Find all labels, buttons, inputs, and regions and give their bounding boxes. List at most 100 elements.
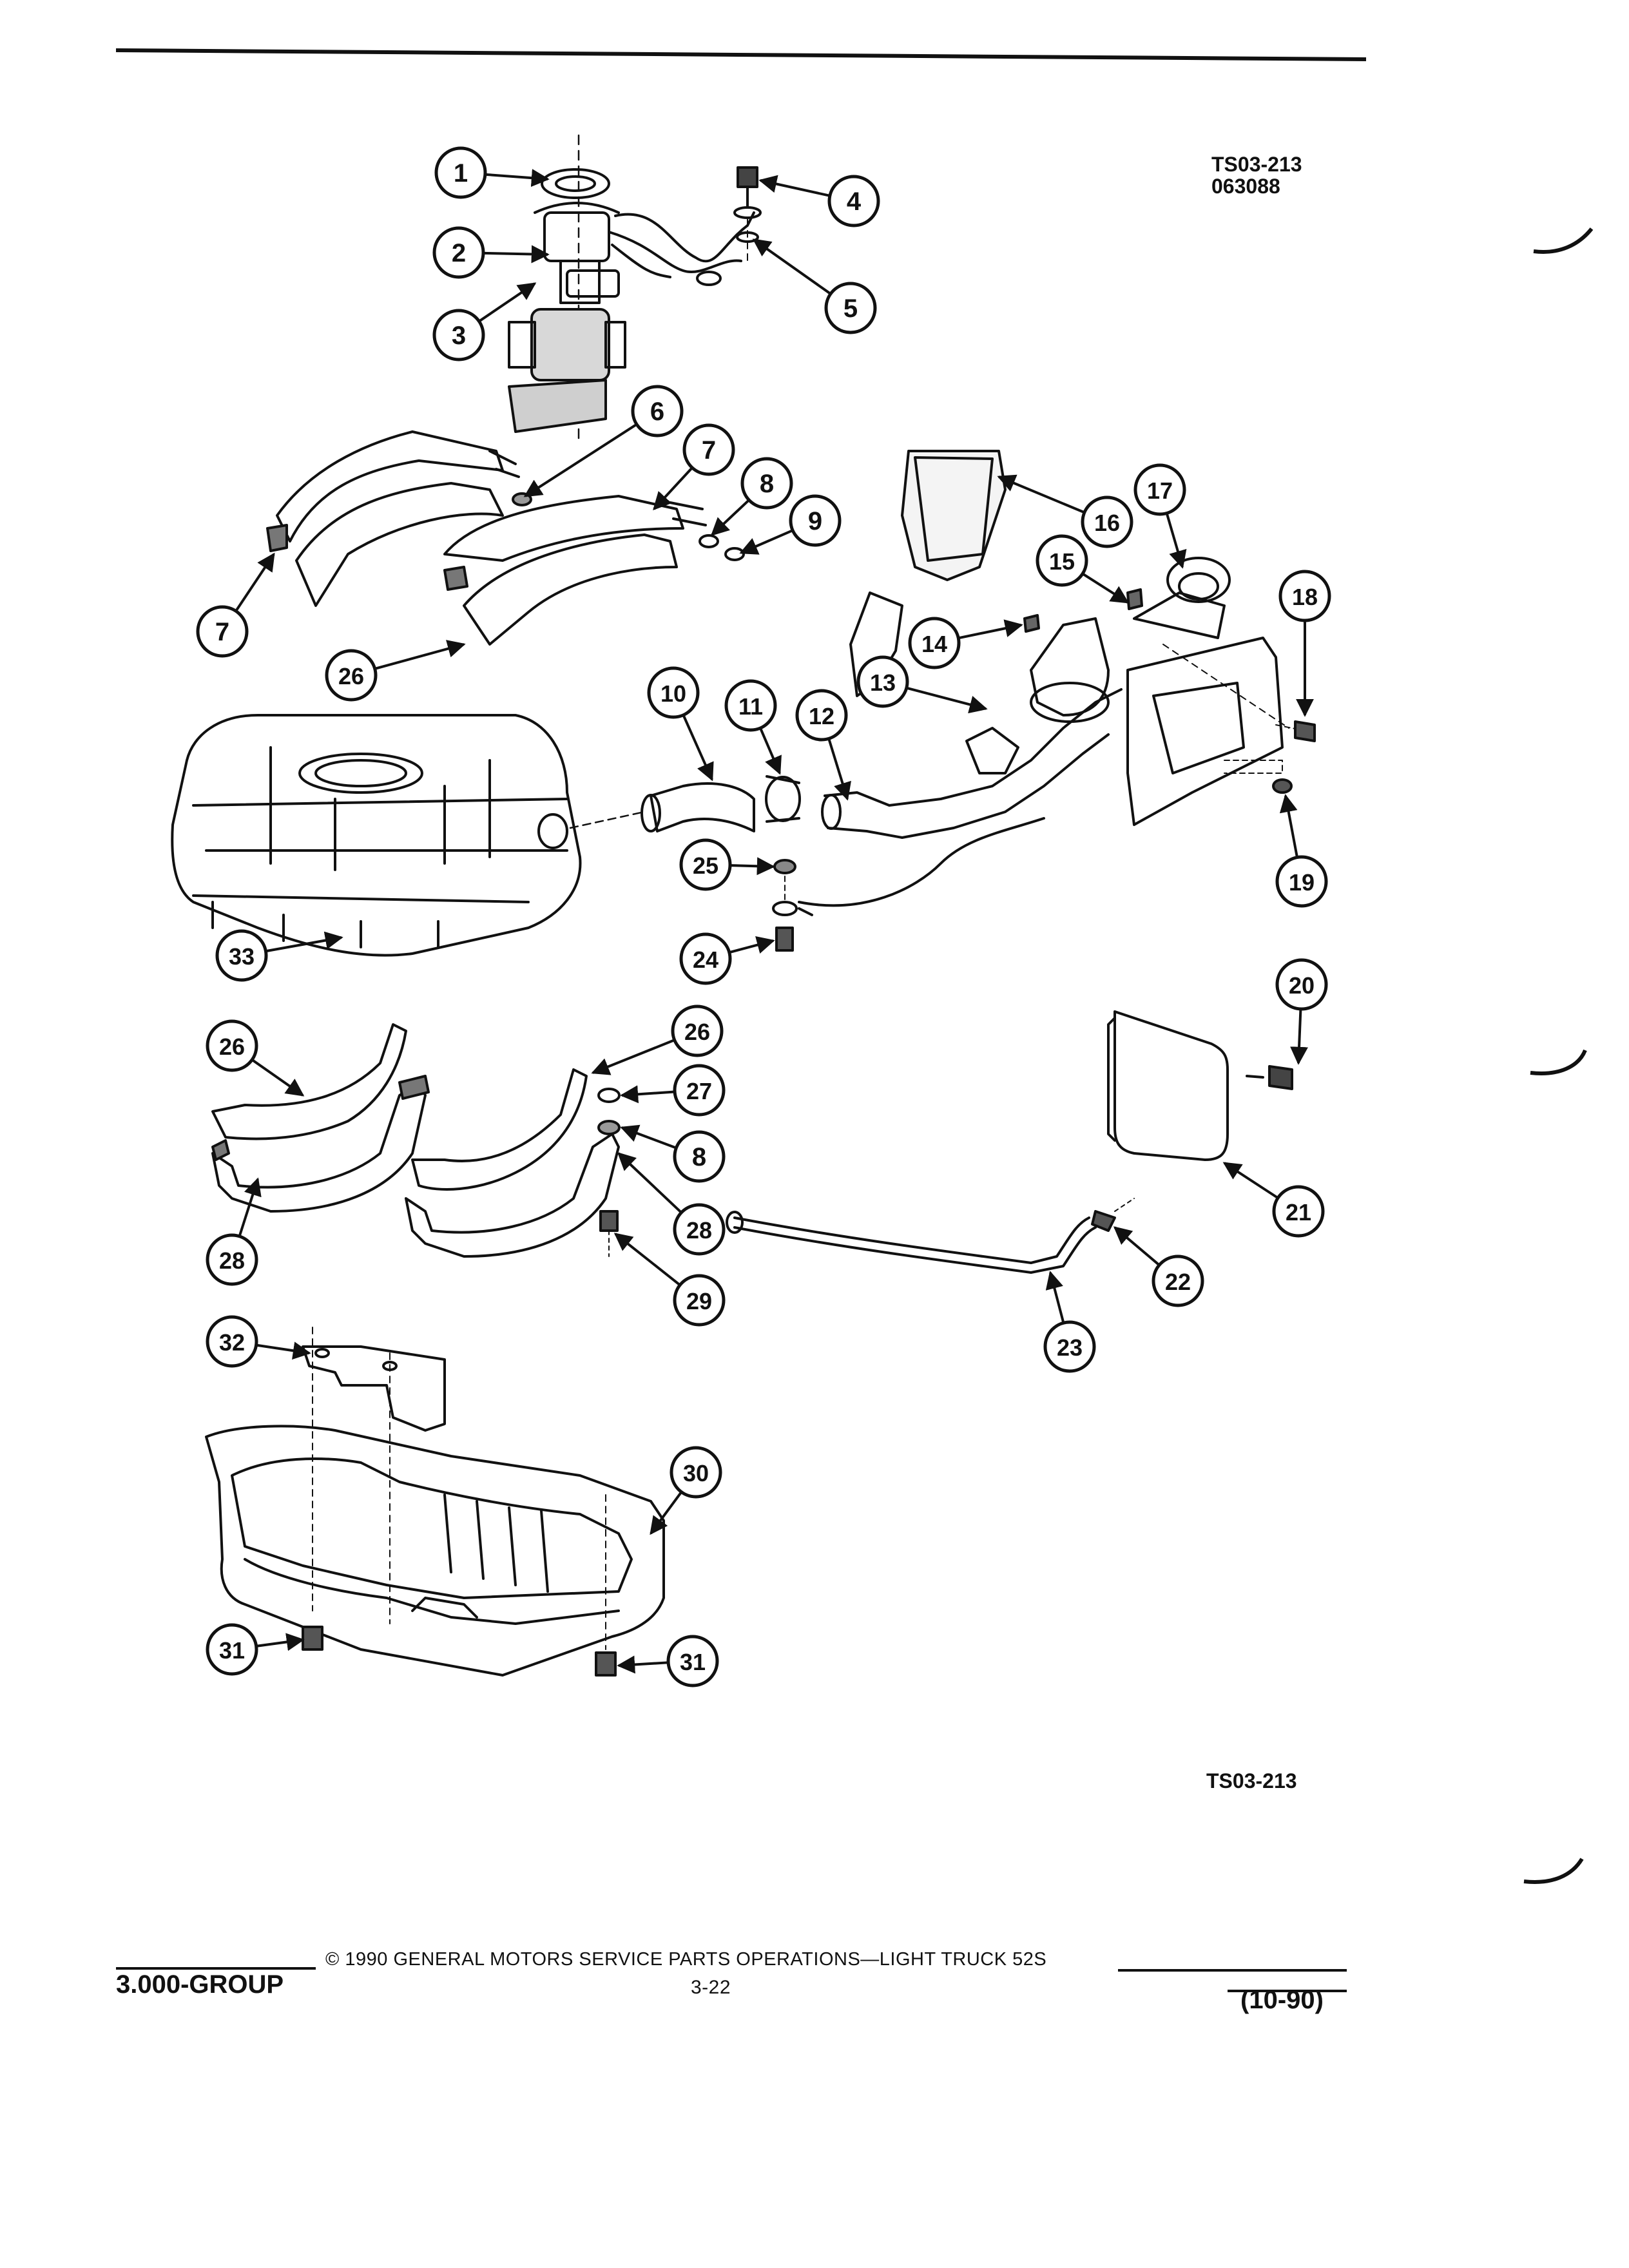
callout-16: 16 (1081, 495, 1133, 548)
upper-straps-insulators (266, 430, 745, 646)
callout-number: 17 (1147, 477, 1173, 504)
callout-leader-7 (653, 466, 693, 511)
callout-leader-32 (256, 1341, 311, 1360)
callout-3: 3 (432, 309, 485, 361)
callout-number: 29 (686, 1288, 712, 1314)
callout-32: 32 (206, 1315, 258, 1368)
footer-group: 3.000-GROUP (116, 1970, 284, 1999)
callout-number: 31 (219, 1637, 245, 1664)
callout-number: 2 (452, 239, 466, 267)
callout-8: 8 (740, 457, 793, 510)
callout-12: 12 (795, 689, 848, 742)
callout-leader-5 (752, 238, 832, 295)
callout-24: 24 (679, 932, 732, 985)
callout-9: 9 (789, 494, 842, 547)
callout-7: 7 (196, 605, 249, 658)
callout-number: 7 (702, 436, 716, 465)
fuel-filler-housing (849, 450, 1316, 826)
callout-number: 20 (1289, 972, 1315, 999)
callout-leader-21 (1222, 1162, 1279, 1199)
lower-straps (211, 1023, 621, 1258)
callout-number: 10 (660, 680, 686, 707)
callout-number: 26 (219, 1033, 245, 1060)
callout-leader-4 (758, 175, 831, 197)
callout-20: 20 (1275, 958, 1328, 1011)
callout-number: 30 (683, 1460, 709, 1486)
callout-leader-12 (827, 738, 851, 801)
callout-leader-16 (997, 474, 1085, 514)
drawing-date: 063088 (1211, 175, 1280, 198)
callout-leader-11 (759, 727, 782, 775)
callout-29: 29 (673, 1274, 726, 1327)
callout-leader-10 (682, 714, 714, 782)
footer-page-number: 3-22 (691, 1977, 731, 1998)
callout-number: 23 (1057, 1334, 1083, 1361)
callout-number: 32 (219, 1329, 245, 1356)
callout-number: 26 (684, 1019, 710, 1045)
callout-leader-27 (620, 1085, 675, 1104)
callout-6: 6 (631, 385, 684, 437)
callout-leader-31 (256, 1633, 305, 1651)
callout-number: 31 (680, 1649, 706, 1675)
callout-leader-7 (235, 552, 275, 612)
access-panel (1107, 1010, 1293, 1161)
callout-17: 17 (1133, 463, 1186, 516)
callout-22: 22 (1152, 1254, 1204, 1307)
callout-13: 13 (856, 655, 909, 708)
callout-leader-1 (485, 169, 550, 187)
callout-leader-22 (1113, 1226, 1161, 1266)
callout-15: 15 (1036, 534, 1088, 587)
fuel-pump-sender-assembly (508, 134, 755, 439)
callout-28: 28 (206, 1233, 258, 1286)
callout-1: 1 (434, 146, 487, 199)
callout-leader-14 (958, 619, 1023, 640)
callout-leader-24 (729, 936, 775, 954)
callout-number: 9 (808, 507, 822, 535)
callout-number: 3 (452, 322, 466, 350)
callout-number: 27 (686, 1078, 712, 1104)
callout-number: 26 (338, 663, 364, 689)
callout-number: 16 (1094, 510, 1120, 536)
callout-8: 8 (673, 1130, 726, 1183)
callout-10: 10 (647, 666, 700, 719)
callout-number: 18 (1292, 584, 1318, 610)
figure-caption-number: TS03-213 (1206, 1769, 1297, 1792)
callout-11: 11 (724, 679, 777, 732)
callout-leader-28 (617, 1152, 682, 1214)
callout-leader-23 (1045, 1271, 1065, 1323)
callout-number: 22 (1165, 1269, 1191, 1295)
callout-leader-29 (613, 1233, 681, 1286)
callout-number: 12 (809, 703, 834, 729)
callout-leader-25 (729, 857, 775, 876)
filler-hose-and-pipe (569, 688, 1123, 916)
callout-number: 8 (692, 1143, 706, 1171)
callout-number: 13 (870, 669, 896, 696)
callout-21: 21 (1272, 1185, 1325, 1238)
fuel-tank-screw-and-washer (733, 166, 762, 265)
callout-number: 14 (921, 631, 947, 657)
callout-leader-33 (265, 931, 343, 953)
callout-leader-15 (1081, 572, 1130, 604)
callout-number: 8 (760, 470, 774, 498)
callout-7: 7 (682, 423, 735, 476)
callout-leader-3 (478, 282, 537, 323)
drawing-number: TS03-213 (1211, 153, 1302, 176)
fuel-tank-shield (205, 1327, 665, 1677)
callout-33: 33 (215, 929, 268, 982)
callout-number: 19 (1289, 869, 1315, 896)
callout-leader-20 (1290, 1008, 1309, 1065)
margin-mark (1523, 1858, 1584, 1884)
callout-26: 26 (671, 1004, 724, 1057)
callout-leader-8 (710, 499, 750, 536)
margin-mark (1533, 227, 1594, 254)
callout-number: 21 (1286, 1199, 1311, 1225)
callout-leader-30 (650, 1491, 683, 1535)
callout-leader-6 (523, 423, 638, 497)
callout-number: 5 (843, 294, 858, 323)
callout-leader-9 (739, 529, 793, 555)
callout-leader-13 (906, 686, 988, 714)
callout-number: 28 (219, 1247, 245, 1274)
callout-leader-26 (374, 640, 466, 670)
